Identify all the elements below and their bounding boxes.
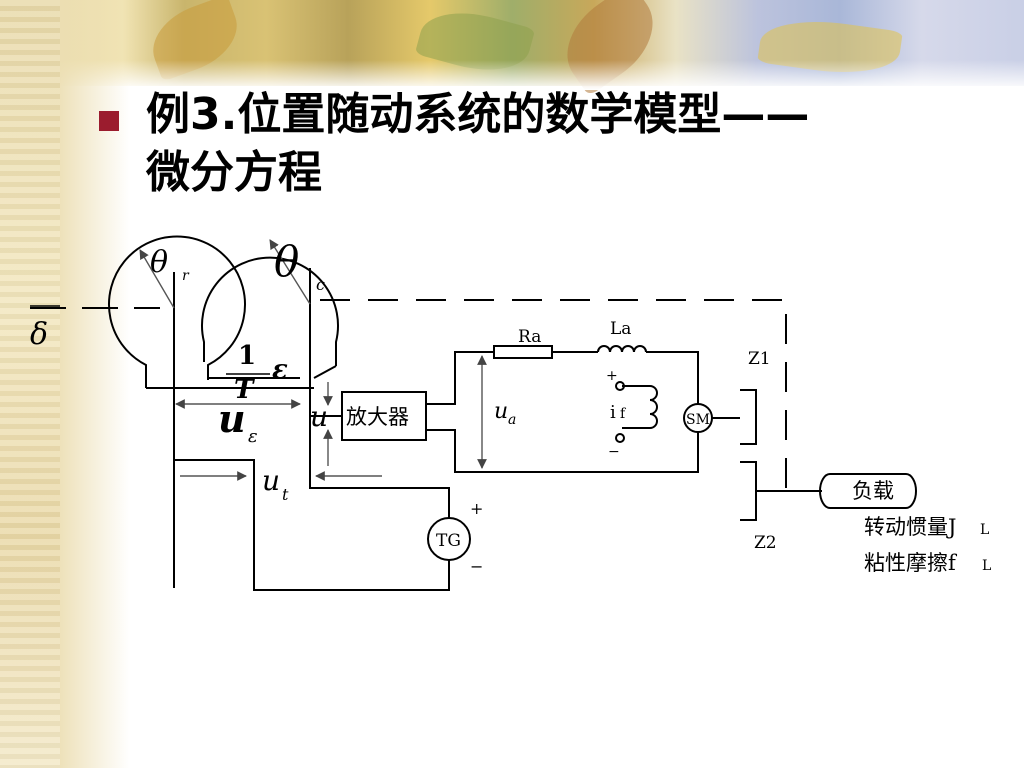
u-label: u xyxy=(310,400,328,433)
theta-r-radius-arrow xyxy=(139,249,175,309)
field-terminal-top xyxy=(615,381,625,391)
amplifier-label: 放大器 xyxy=(346,405,409,429)
slide-title: 例3.位置随动系统的数学模型—— 微分方程 xyxy=(146,86,966,202)
banner-fade xyxy=(0,60,1024,90)
inductor-la xyxy=(597,345,647,353)
tg-minus-sign: − xyxy=(470,557,483,576)
theta-r-label: θ xyxy=(150,245,168,280)
epsilon-label: ε xyxy=(272,355,288,385)
field-winding xyxy=(622,385,658,429)
u-epsilon-subscript: ε xyxy=(248,426,258,447)
tachometer-feedback-wire xyxy=(309,470,450,518)
tg-label: TG xyxy=(436,531,461,551)
reference-potentiometer xyxy=(108,235,246,388)
field-terminal-bottom xyxy=(615,433,625,443)
sm-label: SM xyxy=(686,412,710,428)
ua-subscript: a xyxy=(508,412,516,428)
inertia-label: 转动惯量J xyxy=(864,515,956,539)
armature-bottom-wire xyxy=(426,429,699,473)
resistor-ra xyxy=(493,345,553,359)
load-label: 负载 xyxy=(852,479,894,503)
friction-label: 粘性摩擦f xyxy=(864,551,958,575)
z2-label: Z2 xyxy=(754,533,777,553)
delta-label: δ xyxy=(30,317,48,352)
la-label: La xyxy=(610,319,631,339)
ua-label: u xyxy=(494,399,508,424)
tachogenerator-tg xyxy=(427,517,471,561)
field-minus-sign: − xyxy=(608,444,620,460)
title-line-1: 例3.位置随动系统的数学模型—— xyxy=(146,89,810,140)
z1-label: Z1 xyxy=(748,349,771,369)
if-subscript: f xyxy=(620,406,627,422)
ut-label: u xyxy=(262,464,280,497)
load-cylinder xyxy=(819,473,917,509)
fraction-denominator: T xyxy=(234,375,255,405)
tachometer-loop xyxy=(174,459,450,591)
tg-plus-sign: + xyxy=(470,499,483,518)
armature-top-wire xyxy=(426,351,494,405)
u-epsilon-label: u xyxy=(218,396,246,441)
theta-c-subscript: c xyxy=(316,275,325,294)
ut-subscript: t xyxy=(282,485,289,504)
theta-c-label: θ xyxy=(274,237,299,286)
feedback-shaft-dashed xyxy=(320,299,787,494)
la-motor-wire xyxy=(646,351,699,404)
theta-r-subscript: r xyxy=(182,268,190,284)
if-label: i xyxy=(610,402,616,423)
fraction-numerator: 1 xyxy=(238,341,256,371)
field-plus-sign: + xyxy=(606,368,618,384)
inertia-subscript: L xyxy=(980,522,989,538)
decorative-strip-left xyxy=(0,0,60,768)
gear-z2 xyxy=(740,461,757,521)
gear-z1 xyxy=(740,389,757,445)
output-potentiometer xyxy=(201,256,339,366)
ra-label: Ra xyxy=(518,327,541,347)
theta-c-radius-arrow xyxy=(269,239,311,305)
friction-subscript: L xyxy=(982,558,991,574)
title-line-2: 微分方程 xyxy=(146,147,322,198)
bullet-icon xyxy=(99,111,119,131)
